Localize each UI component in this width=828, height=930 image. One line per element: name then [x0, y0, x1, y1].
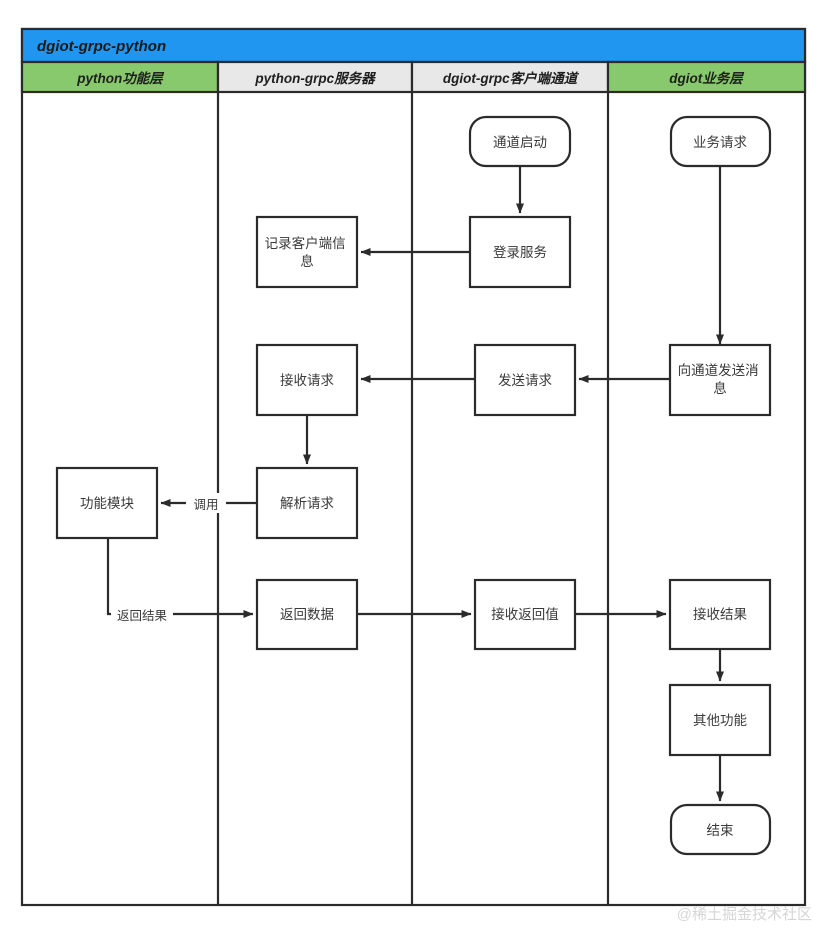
text-layer: dgiot-grpc-python python功能层 python-grpc服… [37, 38, 812, 923]
node-channel-start [468, 115, 572, 168]
watermark: @稀土掘金技术社区 [677, 906, 812, 923]
node-login-service [468, 215, 572, 289]
node-label-send-to-channel-line2: 息 [713, 380, 727, 396]
node-label-receive-result: 接收结果 [693, 606, 747, 622]
node-end [669, 803, 772, 856]
node-label-other-function: 其他功能 [693, 713, 747, 728]
node-receive-request [255, 343, 359, 417]
lane-title-python-func: python功能层 [76, 71, 164, 86]
edges-layer [106, 166, 724, 802]
node-label-record-client-line1: 记录客户端信 [265, 235, 346, 251]
lane-title-dgiot-client: dgiot-grpc客户端通道 [443, 71, 580, 86]
node-label-send-to-channel-line1: 向通道发送消 [678, 363, 759, 378]
node-receive-return [473, 578, 577, 651]
node-label-login-service: 登录服务 [493, 245, 547, 260]
node-return-data [255, 578, 359, 651]
lane-header-python-func [20, 60, 220, 94]
node-label-receive-return: 接收返回值 [491, 606, 559, 622]
lane-title-python-grpc: python-grpc服务器 [254, 71, 376, 86]
node-label-return-data: 返回数据 [280, 607, 334, 622]
node-label-biz-request: 业务请求 [693, 135, 747, 150]
node-biz-request [669, 115, 772, 168]
edge-label-backdrops [111, 493, 226, 624]
node-send-to-channel [668, 343, 772, 417]
node-send-request [473, 343, 577, 417]
nodes-layer [55, 115, 772, 856]
lane-title-dgiot-biz: dgiot业务层 [669, 71, 744, 86]
edge-label-module-to-returndata: 返回结果 [117, 609, 168, 623]
node-function-module [55, 466, 159, 540]
node-record-client [255, 215, 359, 289]
node-parse-request [255, 466, 359, 540]
lane-header-dgiot-biz [606, 60, 807, 94]
node-label-function-module: 功能模块 [80, 496, 134, 511]
edge-module-to-returndata [106, 538, 254, 618]
node-label-parse-request: 解析请求 [280, 496, 334, 511]
node-receive-result [668, 578, 772, 651]
node-label-receive-request: 接收请求 [280, 372, 334, 388]
node-label-send-request: 发送请求 [498, 373, 552, 388]
node-label-channel-start: 通道启动 [493, 135, 547, 150]
lane-headers [20, 60, 807, 94]
node-other-function [668, 683, 772, 757]
pool-title: dgiot-grpc-python [37, 38, 166, 55]
lane-header-dgiot-client [410, 60, 610, 94]
node-label-send-to-channel: 向通道发送消 息 [678, 363, 763, 396]
node-label-record-client-line2: 息 [300, 253, 314, 269]
edge-label-parse-to-module: 调用 [193, 498, 218, 512]
node-label-record-client: 记录客户端信 息 [265, 235, 350, 269]
node-label-end: 结束 [707, 823, 735, 838]
